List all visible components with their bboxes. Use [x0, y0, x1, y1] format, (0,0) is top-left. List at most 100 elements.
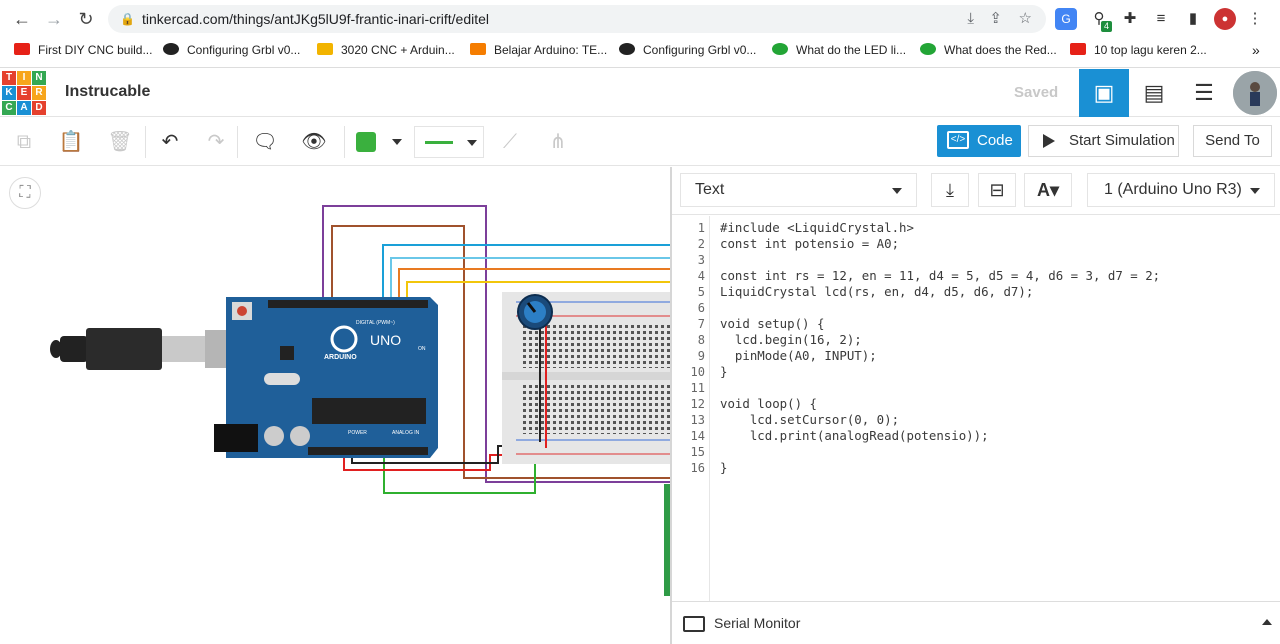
redo-icon[interactable]: ↷	[207, 131, 225, 153]
delete-trash-icon[interactable]: 🗑	[107, 131, 133, 153]
usb-cable	[50, 328, 231, 370]
line-number: 7	[697, 317, 705, 331]
line-number: 16	[690, 461, 705, 475]
color-swatch	[356, 132, 376, 152]
serial-monitor-icon	[683, 616, 705, 632]
bookmarks-overflow[interactable]: »	[1252, 42, 1260, 58]
url-text: tinkercad.com/things/antJKg5lU9f-frantic…	[142, 11, 490, 27]
digital-pins-label: DIGITAL (PWM~)	[356, 320, 395, 326]
bookmark-star-icon[interactable]: ☆	[1018, 10, 1032, 27]
toggle-notes-visibility-icon[interactable]: 👁	[301, 131, 327, 153]
bookmark-item[interactable]: First DIY CNC build...	[14, 38, 152, 62]
code-line: lcd.begin(16, 2);	[720, 332, 862, 347]
toolbar-divider	[145, 126, 146, 158]
forward-icon[interactable]: →	[45, 9, 63, 29]
extension-badge: 4	[1101, 21, 1112, 32]
fit-view-icon[interactable]: ⛶	[9, 177, 41, 209]
wire-type-dropdown[interactable]	[414, 126, 484, 158]
component-list-button[interactable]: ☰	[1194, 80, 1214, 105]
menu-kebab-icon[interactable]: ⋮	[1247, 10, 1263, 27]
line-number: 9	[697, 349, 705, 363]
code-line: lcd.print(analogRead(potensio));	[720, 428, 989, 443]
font-size-icon[interactable]: A▾	[1024, 173, 1072, 207]
code-line: void loop() {	[720, 396, 817, 411]
potentiometer-knob	[517, 294, 553, 330]
user-avatar[interactable]	[1233, 71, 1277, 115]
send-to-button[interactable]: Send To	[1193, 125, 1272, 157]
line-number: 6	[697, 301, 705, 315]
download-code-icon[interactable]: ⤓	[931, 173, 969, 207]
zoom-extension-icon[interactable]: ⚲4	[1088, 8, 1112, 32]
extensions-puzzle-icon[interactable]: ✚	[1123, 10, 1137, 27]
bookmark-favicon-icon	[14, 43, 30, 55]
paste-icon[interactable]: 📋	[58, 131, 84, 153]
bookmark-item[interactable]: What do the LED li...	[772, 38, 906, 62]
profile-avatar-icon[interactable]: ●	[1214, 8, 1236, 30]
bookmark-item[interactable]: 10 top lagu keren 2...	[1070, 38, 1207, 62]
blogger-icon	[470, 43, 486, 55]
copy-icon[interactable]: ⧉	[16, 131, 32, 153]
code-button[interactable]: </>Code	[937, 125, 1021, 157]
code-icon: </>	[947, 131, 969, 149]
arduino-board: UNO ARDUINO DIGITAL (PWM~) POWER ANALOG …	[214, 297, 438, 458]
address-bar[interactable]: 🔒 tinkercad.com/things/antJKg5lU9f-frant…	[108, 5, 1046, 33]
bookmark-item[interactable]: Configuring Grbl v0...	[619, 38, 756, 62]
line-number: 12	[690, 397, 705, 411]
flip-icon[interactable]: ⋔	[549, 131, 567, 153]
libraries-icon[interactable]: ⊟	[978, 173, 1016, 207]
circuit-view-button[interactable]: ▣	[1079, 69, 1129, 117]
schematic-view-button[interactable]: ▤	[1143, 80, 1165, 105]
serial-monitor-bar[interactable]: Serial Monitor	[672, 601, 1280, 644]
chevron-down-icon	[392, 139, 402, 145]
chevron-down-icon	[467, 140, 477, 146]
github-icon	[619, 43, 635, 55]
code-line: const int potensio = A0;	[720, 236, 900, 251]
notes-icon[interactable]: 🗨	[252, 131, 278, 153]
toolbar-divider	[344, 126, 345, 158]
reload-icon[interactable]: ↻	[78, 9, 94, 29]
device-select[interactable]: 1 (Arduino Uno R3)	[1087, 173, 1275, 207]
media-queue-icon[interactable]: ≡	[1156, 10, 1166, 27]
chevron-down-icon	[892, 188, 902, 194]
code-mode-select[interactable]: Text	[680, 173, 917, 207]
chevron-up-icon[interactable]	[1262, 619, 1272, 625]
code-editor-toolbar: Text ⤓ ⊟ A▾ 1 (Arduino Uno R3)	[672, 167, 1280, 215]
line-number: 14	[690, 429, 705, 443]
wire-type-icon	[425, 141, 453, 144]
bookmark-item[interactable]: Configuring Grbl v0...	[163, 38, 300, 62]
start-simulation-button[interactable]: Start Simulation	[1028, 125, 1179, 157]
back-icon[interactable]: ←	[13, 9, 31, 29]
youtube-icon	[1070, 43, 1086, 55]
code-line: void setup() {	[720, 316, 825, 331]
arduino-model-label: UNO	[370, 332, 401, 348]
bookmark-favicon-icon	[772, 43, 788, 55]
bookmark-item[interactable]: 3020 CNC + Arduin...	[317, 38, 455, 62]
bookmark-item[interactable]: What does the Red...	[920, 38, 1057, 62]
on-led-label: ON	[418, 346, 426, 352]
code-line: #include <LiquidCrystal.h>	[720, 220, 914, 235]
share-icon[interactable]: ⇪	[989, 10, 1002, 27]
circuit-canvas[interactable]: ⛶	[0, 167, 670, 644]
install-icon[interactable]: ⤓	[967, 10, 974, 27]
line-number: 2	[697, 237, 705, 251]
rotate-icon[interactable]: ⟋	[503, 131, 517, 153]
code-line: lcd.setCursor(0, 0);	[720, 412, 900, 427]
line-number: 5	[697, 285, 705, 299]
translate-extension-icon[interactable]: G	[1055, 8, 1077, 30]
bookmarks-bar: First DIY CNC build... Configuring Grbl …	[0, 38, 1280, 62]
line-number: 1	[697, 221, 705, 235]
side-panel-icon[interactable]: ▮	[1188, 10, 1198, 27]
line-number: 13	[690, 413, 705, 427]
wire-color-dropdown[interactable]	[352, 126, 408, 158]
undo-icon[interactable]: ↶	[161, 131, 179, 153]
bookmark-favicon-icon	[317, 43, 333, 55]
power-pins-label: POWER	[348, 430, 367, 436]
breadboard	[502, 292, 670, 596]
save-status: Saved	[1014, 84, 1059, 101]
bookmark-item[interactable]: Belajar Arduino: TE...	[470, 38, 607, 62]
line-number: 10	[690, 365, 705, 379]
project-title[interactable]: Instrucable	[65, 83, 151, 100]
